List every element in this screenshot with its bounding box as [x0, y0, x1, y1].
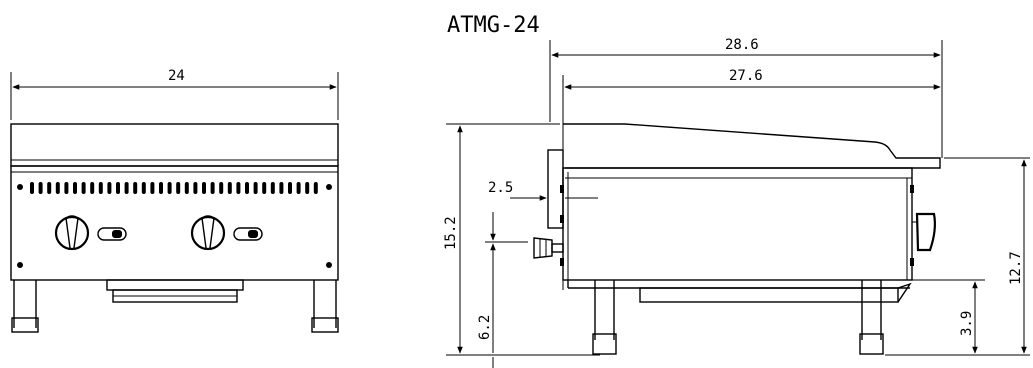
rear-handle-icon [912, 212, 936, 252]
vent-slot [184, 182, 189, 194]
vent-slot [30, 182, 34, 194]
vent-slot [55, 182, 60, 194]
knob-projection-dimension: 2.5 [488, 180, 598, 210]
vent-slot [159, 182, 163, 194]
side-body [562, 167, 913, 281]
valve-knob-icon [533, 237, 564, 259]
vent-slot [116, 182, 120, 194]
pilot-indicator-icon [97, 227, 127, 241]
screw-icon [17, 184, 23, 190]
vent-slot [219, 182, 224, 194]
front-leg-right [311, 280, 339, 333]
vent-slot [245, 182, 249, 194]
front-vent-slots [30, 182, 318, 194]
overall-depth-dimension: 28.6 [549, 37, 943, 158]
valve-height-label: 6.2 [477, 315, 493, 340]
vent-slot [253, 182, 258, 194]
body-depth-dimension: 27.6 [562, 68, 941, 122]
front-leg-left [11, 280, 39, 333]
vent-slot [305, 182, 310, 194]
vent-slot [296, 182, 301, 194]
vent-slot [176, 182, 181, 194]
burner-knob-icon [190, 215, 226, 251]
vent-slot [236, 182, 241, 194]
vent-slot [270, 182, 275, 194]
front-view: 24 [10, 68, 339, 333]
side-leg-rear [859, 280, 884, 355]
overall-height-label: 15.2 [443, 216, 459, 250]
vent-slot [227, 182, 232, 194]
vent-slot [262, 182, 267, 194]
overall-height-dimension: 15.2 [443, 123, 600, 356]
front-width-dimension: 24 [10, 68, 339, 120]
vent-slot [64, 182, 69, 194]
vent-slot [150, 182, 155, 194]
cook-surface-height-label: 12.7 [1008, 251, 1024, 285]
screw-icon [17, 262, 23, 268]
vent-slot [47, 182, 52, 194]
model-title: ATMG-24 [447, 13, 540, 38]
vent-slot [193, 182, 198, 194]
vent-slot [124, 182, 129, 194]
vent-slot [202, 182, 206, 194]
vent-slot [133, 182, 138, 194]
vent-slot [73, 182, 77, 194]
vent-slot [107, 182, 112, 194]
vent-slot [167, 182, 172, 194]
grease-tray [106, 279, 244, 303]
vent-slot [141, 182, 146, 194]
overall-depth-label: 28.6 [725, 37, 759, 53]
burner-knob-icon [54, 215, 90, 251]
side-top-plate [563, 123, 941, 169]
vent-slot [90, 182, 95, 194]
valve-height-dimension: 6.2 [477, 212, 528, 368]
vent-slot [81, 182, 86, 194]
body-depth-label: 27.6 [729, 68, 763, 84]
vent-slot [210, 182, 215, 194]
front-width-label: 24 [168, 68, 185, 84]
vent-slot [38, 182, 43, 194]
side-drip-tray [567, 280, 912, 303]
cook-surface-height-dimension: 12.7 [885, 157, 1030, 356]
knob-projection-label: 2.5 [488, 180, 513, 196]
vent-slot [279, 182, 284, 194]
screw-icon [326, 184, 332, 190]
vent-slot [288, 182, 292, 194]
pilot-indicator-icon [233, 227, 263, 241]
screw-icon [326, 262, 332, 268]
vent-slot [98, 182, 103, 194]
vent-slot [313, 182, 318, 194]
side-leg-front [592, 280, 617, 355]
side-view: 28.6 27.6 15.2 6.2 2.5 [443, 37, 1030, 368]
leg-height-label: 3.9 [959, 311, 975, 336]
leg-height-dimension: 3.9 [912, 279, 985, 354]
